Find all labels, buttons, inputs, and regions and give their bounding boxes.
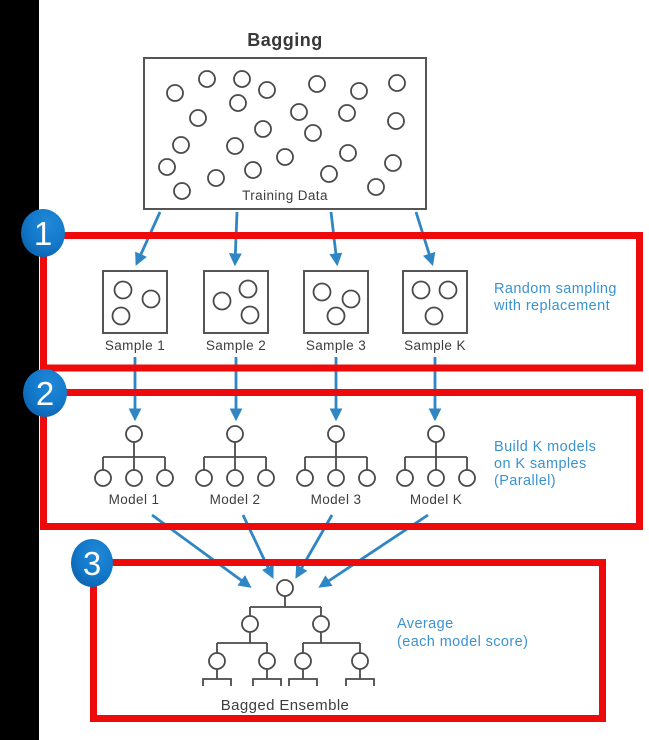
svg-text:3: 3 xyxy=(83,545,101,582)
svg-text:2: 2 xyxy=(36,375,54,412)
sample-k-label: Sample K xyxy=(404,338,466,353)
sample-3: Sample 3 xyxy=(303,270,369,353)
svg-text:on K samples: on K samples xyxy=(494,456,587,472)
page-title: Bagging xyxy=(247,30,323,50)
sidebar-black-bar xyxy=(0,0,39,740)
sample-2: Sample 2 xyxy=(203,270,269,353)
highlight-box-1 xyxy=(40,232,643,372)
step-badge-3: 3 xyxy=(71,539,113,587)
highlight-box-2 xyxy=(40,389,643,530)
model-k-label: Model K xyxy=(410,492,462,507)
model-3-tree: Model 3 xyxy=(296,425,376,507)
model-1-label: Model 1 xyxy=(109,492,160,507)
training-data-box: Training Data xyxy=(143,57,427,210)
model-2-tree: Model 2 xyxy=(195,425,275,507)
svg-text:Average: Average xyxy=(397,616,454,632)
model-2-label: Model 2 xyxy=(210,492,261,507)
annotation-average: Average (each model score) xyxy=(397,616,528,650)
svg-text:Random sampling: Random sampling xyxy=(494,281,617,297)
bagged-ensemble-tree: Bagged Ensemble xyxy=(202,579,375,714)
svg-text:1: 1 xyxy=(34,215,52,252)
sample-1-label: Sample 1 xyxy=(105,338,165,353)
sample-1: Sample 1 xyxy=(102,270,168,353)
model-k-tree: Model K xyxy=(396,425,476,507)
model-1-tree: Model 1 xyxy=(94,425,174,507)
model-3-label: Model 3 xyxy=(311,492,362,507)
highlight-box-3 xyxy=(90,559,606,722)
sample-3-label: Sample 3 xyxy=(306,338,366,353)
svg-text:Build K models: Build K models xyxy=(494,439,596,455)
svg-text:(Parallel): (Parallel) xyxy=(494,473,556,489)
step-badge-2: 2 xyxy=(23,369,67,417)
training-data-label: Training Data xyxy=(242,188,328,203)
annotation-random-sampling: Random sampling with replacement xyxy=(493,281,617,314)
sample-2-label: Sample 2 xyxy=(206,338,266,353)
training-data-points xyxy=(158,70,406,200)
step-badge-1: 1 xyxy=(21,209,65,257)
sample-k: Sample K xyxy=(402,270,468,353)
svg-text:with replacement: with replacement xyxy=(493,298,610,314)
bagged-ensemble-label: Bagged Ensemble xyxy=(221,697,350,714)
annotation-build-models: Build K models on K samples (Parallel) xyxy=(494,439,596,489)
svg-text:(each model score): (each model score) xyxy=(397,634,528,650)
